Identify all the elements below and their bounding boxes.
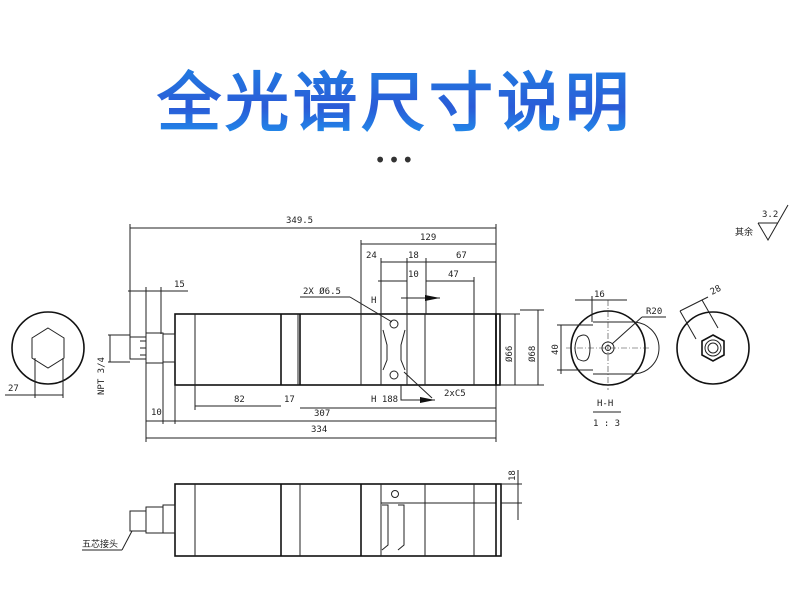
finish-value: 3.2 xyxy=(762,210,778,220)
dim-334: 334 xyxy=(311,425,327,435)
front-view: 349.5 129 24 18 67 10 47 15 2X Ø6.5 H H … xyxy=(97,216,544,442)
section-mark-top: H xyxy=(371,296,376,306)
dim-overall: 349.5 xyxy=(286,216,313,226)
thread-label: NPT 3/4 xyxy=(97,357,107,395)
dim-47: 47 xyxy=(448,270,459,280)
section-label: H-H xyxy=(597,399,613,409)
connector-view: 28 xyxy=(676,284,750,385)
dim-82: 82 xyxy=(234,395,245,405)
dim-40: 40 xyxy=(551,344,561,355)
surface-finish: 其余 3.2 xyxy=(735,204,789,241)
decorative-dots: ••• xyxy=(374,148,416,172)
connector-label: 五芯接头 xyxy=(82,538,118,550)
dim-18-bottom: 18 xyxy=(508,470,518,481)
scale-label: 1 : 3 xyxy=(593,419,620,429)
dim-16: 16 xyxy=(594,290,605,300)
section-mark-bottom: H 188 xyxy=(371,395,398,405)
dim-24: 24 xyxy=(366,251,377,261)
chamfer-note: 2xC5 xyxy=(444,389,466,399)
page-title: 全光谱尺寸说明 xyxy=(0,52,790,144)
dim-307: 307 xyxy=(314,409,330,419)
dim-67: 67 xyxy=(456,251,467,261)
dim-10-bottom: 10 xyxy=(151,408,162,418)
dia-66: Ø66 xyxy=(504,346,515,362)
dim-15: 15 xyxy=(174,280,185,290)
dim-10-top: 10 xyxy=(408,270,419,280)
dim-28: 28 xyxy=(709,284,723,298)
dim-17: 17 xyxy=(284,395,295,405)
dim-18: 18 xyxy=(408,251,419,261)
section-view: 16 40 R20 H-H 1 : 3 xyxy=(551,290,666,429)
finish-note: 其余 xyxy=(735,226,753,238)
dim-hex: 27 xyxy=(8,384,19,394)
end-view: 27 xyxy=(5,311,85,398)
bottom-view: 18 五芯接头 xyxy=(82,470,522,557)
radius-label: R20 xyxy=(646,307,662,317)
hole-note: 2X Ø6.5 xyxy=(303,286,341,297)
dim-129: 129 xyxy=(420,233,436,243)
dia-68: Ø68 xyxy=(527,346,538,362)
